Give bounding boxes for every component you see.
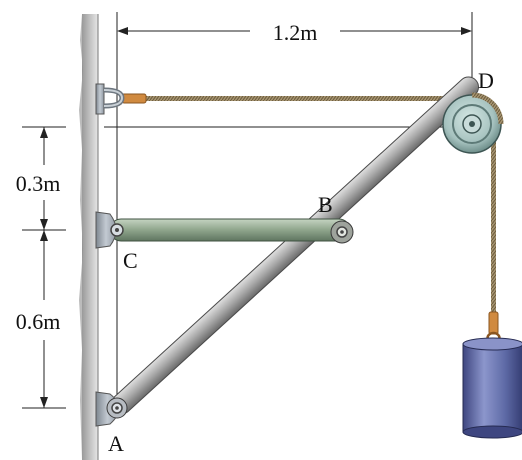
dimension-horizontal: 1.2m: [116, 12, 473, 410]
dimension-vertical: 0.3m 0.6m: [16, 126, 450, 409]
wall-bracket-c: [95, 211, 124, 249]
cable: [121, 93, 496, 318]
hanging-weight-icon: [462, 311, 522, 439]
point-label-c: C: [123, 248, 138, 273]
point-label-d: D: [478, 68, 494, 93]
horizontal-member-cb: [109, 218, 351, 242]
wall-bracket-a: [95, 391, 128, 427]
cable-wall-bracket: [95, 83, 125, 115]
wall: [79, 14, 99, 460]
dimension-label-horizontal: 1.2m: [273, 20, 318, 45]
pin-joint-b: [330, 220, 354, 244]
cable-end-fitting: [121, 93, 147, 104]
point-label-a: A: [108, 431, 124, 456]
pulley-icon: [442, 92, 504, 154]
dimension-label-upper: 0.3m: [16, 171, 61, 196]
dimension-label-lower: 0.6m: [16, 309, 61, 334]
diagonal-member-ad: [110, 76, 480, 415]
point-label-b: B: [318, 192, 333, 217]
